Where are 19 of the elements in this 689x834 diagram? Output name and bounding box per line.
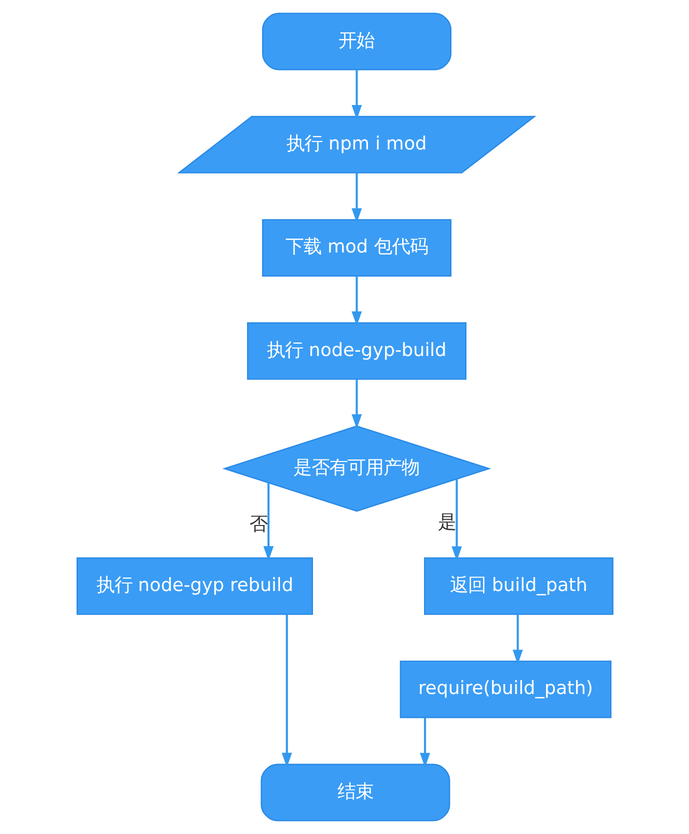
node-box: 返回 build_path bbox=[424, 557, 613, 615]
node-box: 执行 node-gyp-build bbox=[246, 322, 466, 380]
arrow bbox=[351, 380, 362, 429]
arrow bbox=[512, 614, 522, 664]
arrow bbox=[351, 276, 362, 326]
node-box: require(build_path) bbox=[399, 660, 611, 718]
edge-label: 否 bbox=[249, 514, 268, 535]
arrow bbox=[262, 483, 274, 561]
node-diamond: 是否有可用产物 bbox=[222, 425, 491, 512]
node-box: 开始 bbox=[262, 12, 451, 70]
edge-label: 是 bbox=[437, 512, 456, 533]
arrow bbox=[419, 718, 430, 768]
node-box: 下载 mod 包代码 bbox=[262, 219, 451, 277]
arrow bbox=[351, 70, 362, 120]
node-box: 结束 bbox=[260, 764, 450, 822]
arrow bbox=[281, 614, 292, 768]
arrow bbox=[351, 172, 362, 223]
arrow bbox=[451, 479, 462, 562]
node-box: 执行 node-gyp rebuild bbox=[76, 557, 312, 615]
